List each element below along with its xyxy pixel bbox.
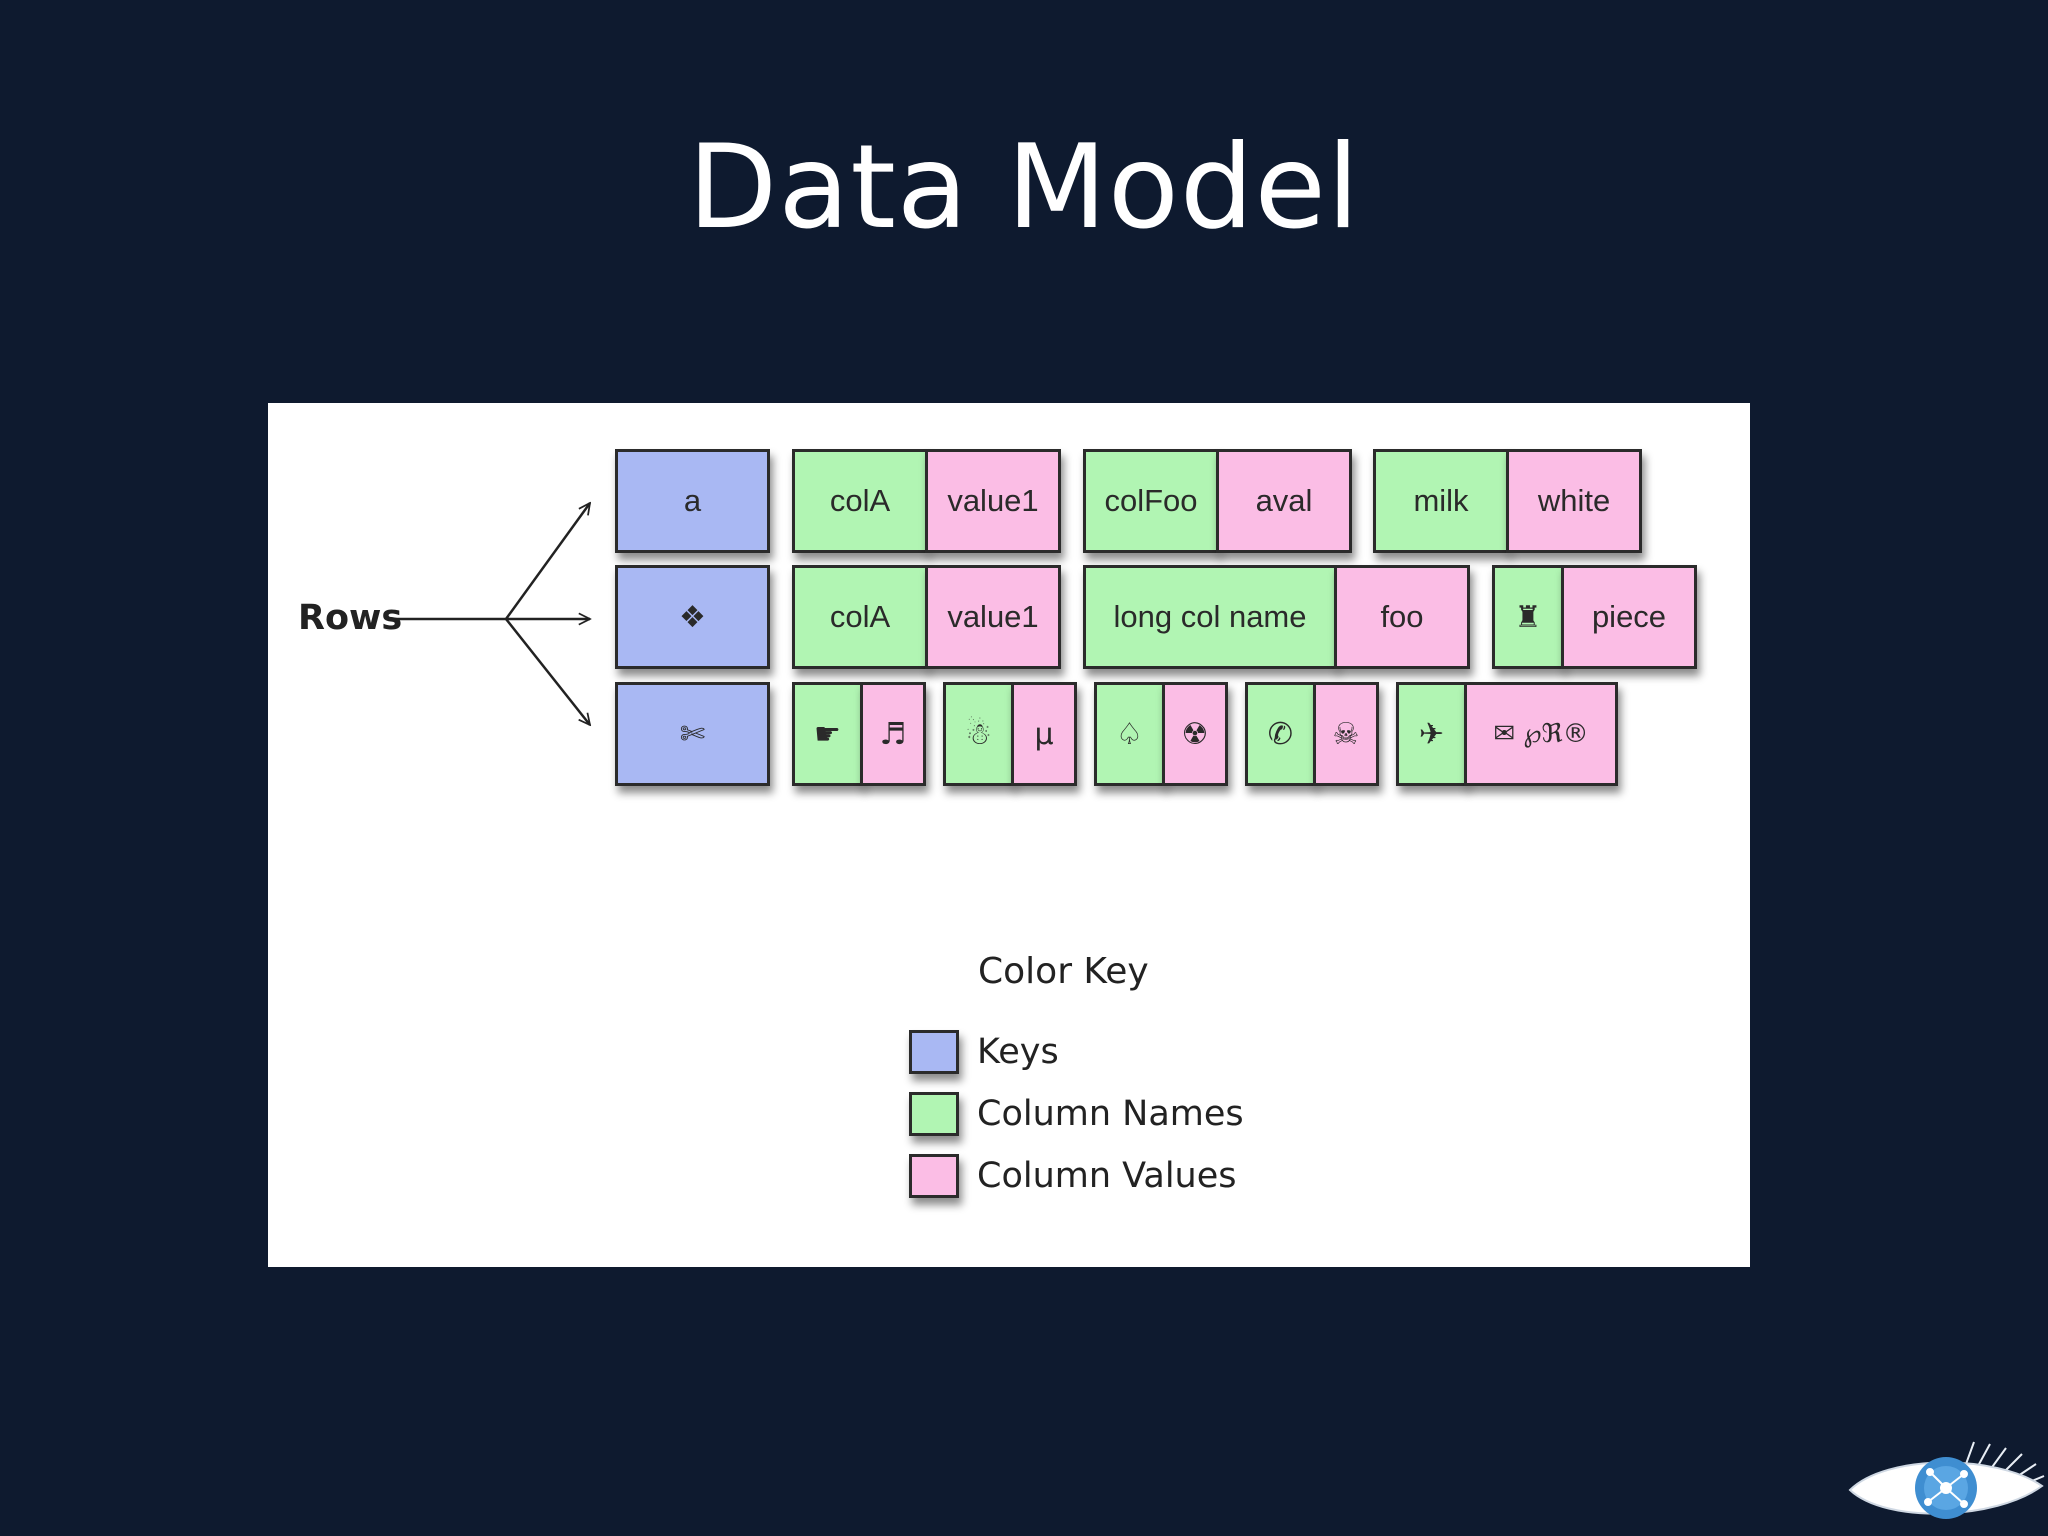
legend-title: Color Key bbox=[978, 951, 1149, 992]
row-3-col-1-value: ♬ bbox=[860, 682, 926, 786]
row-1-col-1-value: value1 bbox=[925, 449, 1061, 553]
row-3-col-2-name: ☃ bbox=[943, 682, 1014, 786]
row-3-col-1-name: ☛ bbox=[792, 682, 863, 786]
row-2-col-3-value: piece bbox=[1561, 565, 1697, 669]
row-1-col-3-value: white bbox=[1506, 449, 1642, 553]
row-3-key: ✄ bbox=[615, 682, 770, 786]
rows-label: Rows bbox=[298, 598, 403, 638]
row-2-col-3-name: ♜ bbox=[1492, 565, 1564, 669]
data-model-diagram: Rows a colA value1 colFoo aval milk whit… bbox=[268, 403, 1750, 1267]
row-3-col-4-name: ✆ bbox=[1245, 682, 1316, 786]
legend-label-column-names: Column Names bbox=[977, 1094, 1244, 1134]
row-1-col-3-name: milk bbox=[1373, 449, 1509, 553]
rows-arrows bbox=[394, 403, 1750, 1267]
slide-title: Data Model bbox=[687, 120, 1361, 255]
legend-swatch-column-names bbox=[909, 1092, 959, 1136]
legend-swatch-column-values bbox=[909, 1154, 959, 1198]
row-3-col-2-value: μ bbox=[1011, 682, 1077, 786]
legend-label-keys: Keys bbox=[977, 1032, 1059, 1072]
row-3-col-5-value: ✉ ℘ℜ® bbox=[1464, 682, 1618, 786]
rows-arrow-up bbox=[504, 503, 590, 620]
row-2-col-1-name: colA bbox=[792, 565, 928, 669]
row-3-col-4-value: ☠ bbox=[1313, 682, 1379, 786]
row-3-col-3-name: ♤ bbox=[1094, 682, 1165, 786]
row-3-col-5-name: ✈ bbox=[1396, 682, 1467, 786]
row-2-col-2-value: foo bbox=[1334, 565, 1470, 669]
row-2-key: ❖ bbox=[615, 565, 770, 669]
legend-swatch-keys bbox=[909, 1030, 959, 1074]
eye-logo-icon bbox=[1848, 1441, 2045, 1519]
row-1-col-2-name: colFoo bbox=[1083, 449, 1219, 553]
row-1-col-1-name: colA bbox=[792, 449, 928, 553]
row-3-col-3-value: ☢ bbox=[1162, 682, 1228, 786]
row-2-col-2-name: long col name bbox=[1083, 565, 1337, 669]
rows-arrow-down bbox=[505, 618, 590, 725]
row-1-col-2-value: aval bbox=[1216, 449, 1352, 553]
row-1-key: a bbox=[615, 449, 770, 553]
legend-label-column-values: Column Values bbox=[977, 1156, 1237, 1196]
row-2-col-1-value: value1 bbox=[925, 565, 1061, 669]
